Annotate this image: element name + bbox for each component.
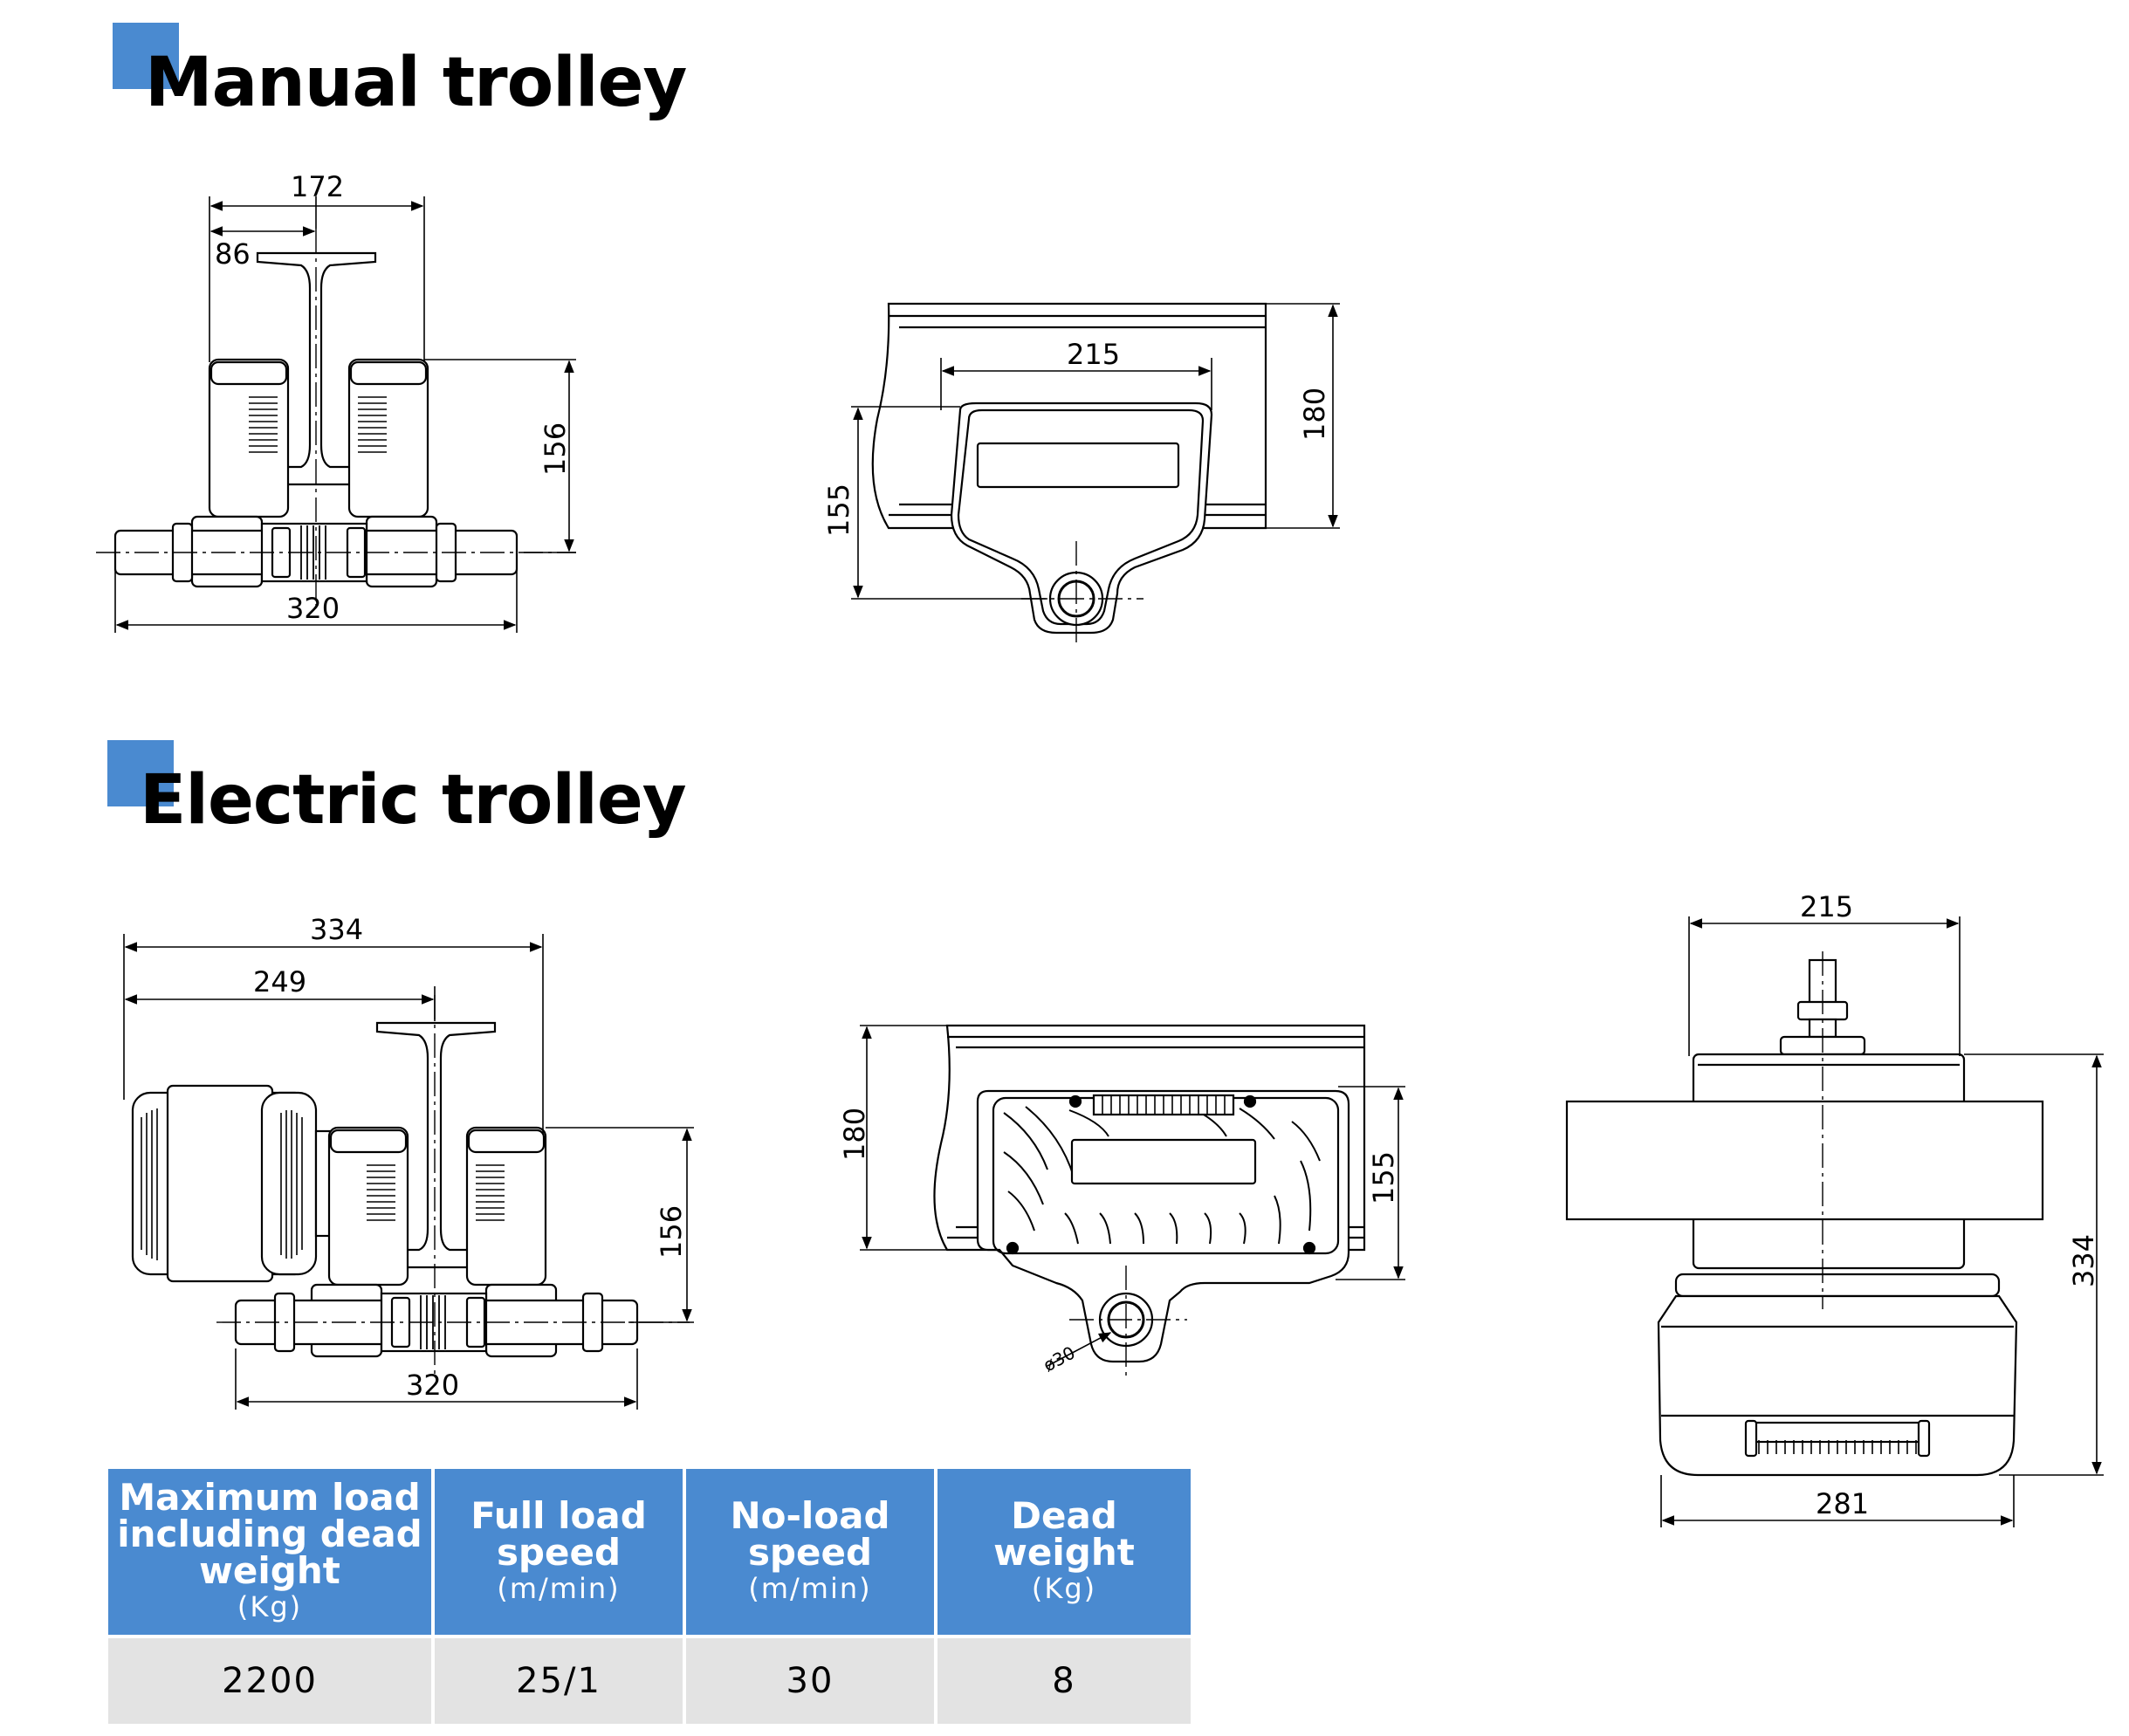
manual-section-marker bbox=[113, 23, 179, 89]
electric-front-dim-155: 155 bbox=[1367, 1151, 1400, 1204]
electric-side-dim-156: 156 bbox=[655, 1205, 688, 1259]
electric-section-marker bbox=[107, 740, 174, 806]
header-full-load-speed-label: Full load speed bbox=[470, 1494, 647, 1574]
electric-end-view bbox=[1565, 958, 2044, 1477]
cell-no-load-speed: 30 bbox=[686, 1635, 937, 1724]
manual-front-dim-155: 155 bbox=[822, 484, 855, 537]
electric-front-dimension-lines bbox=[860, 1025, 1405, 1367]
spec-table-header-row: Maximum load including dead weight (Kg) … bbox=[108, 1469, 1191, 1635]
header-full-load-speed-unit: (m/min) bbox=[497, 1572, 621, 1605]
manual-section-title: Manual trolley bbox=[145, 44, 687, 122]
electric-end-dim-215: 215 bbox=[1800, 890, 1853, 923]
header-max-load-unit: (Kg) bbox=[237, 1590, 303, 1623]
electric-side-dim-334: 334 bbox=[310, 913, 363, 946]
manual-side-centerlines bbox=[96, 229, 576, 611]
electric-front-dim-diameter: ø30 bbox=[1040, 1342, 1079, 1376]
header-no-load-speed-unit: (m/min) bbox=[748, 1572, 872, 1605]
electric-front-centerlines bbox=[1069, 1266, 1187, 1379]
electric-end-dim-334: 334 bbox=[2067, 1234, 2100, 1287]
manual-side-dim-156: 156 bbox=[539, 422, 572, 476]
header-max-load: Maximum load including dead weight (Kg) bbox=[108, 1469, 435, 1635]
table-row: 2200 25/1 30 8 bbox=[108, 1635, 1191, 1724]
electric-end-dimension-lines bbox=[1660, 916, 2104, 1527]
electric-side-dim-249: 249 bbox=[253, 965, 306, 998]
manual-side-dim-320: 320 bbox=[286, 592, 340, 625]
electric-side-dimension-lines bbox=[123, 934, 694, 1410]
header-full-load-speed: Full load speed (m/min) bbox=[435, 1469, 686, 1635]
manual-side-dim-172: 172 bbox=[291, 170, 344, 203]
cell-dead-weight: 8 bbox=[937, 1635, 1191, 1724]
electric-side-dim-320: 320 bbox=[406, 1369, 459, 1402]
header-no-load-speed-label: No-load speed bbox=[730, 1494, 890, 1574]
electric-front-view bbox=[933, 1024, 1366, 1363]
header-dead-weight-unit: (Kg) bbox=[1031, 1572, 1097, 1605]
manual-front-dim-215: 215 bbox=[1067, 338, 1120, 371]
manual-side-dim-86: 86 bbox=[215, 237, 251, 271]
manual-front-dim-180: 180 bbox=[1298, 388, 1331, 441]
header-dead-weight: Dead weight (Kg) bbox=[937, 1469, 1191, 1635]
header-max-load-label: Maximum load including dead weight bbox=[117, 1476, 422, 1592]
manual-front-view bbox=[871, 302, 1267, 635]
electric-end-dim-281: 281 bbox=[1816, 1487, 1869, 1520]
electric-section-title: Electric trolley bbox=[140, 761, 687, 840]
electric-side-centerlines bbox=[216, 995, 690, 1379]
electric-side-view bbox=[131, 1021, 639, 1358]
manual-side-dimension-lines bbox=[114, 196, 576, 633]
electric-front-dim-180: 180 bbox=[838, 1108, 871, 1161]
header-dead-weight-label: Dead weight bbox=[993, 1494, 1135, 1574]
header-no-load-speed: No-load speed (m/min) bbox=[686, 1469, 937, 1635]
cell-max-load: 2200 bbox=[108, 1635, 435, 1724]
cell-full-load-speed: 25/1 bbox=[435, 1635, 686, 1724]
manual-front-dimension-lines bbox=[851, 303, 1340, 600]
spec-table: Maximum load including dead weight (Kg) … bbox=[108, 1469, 1191, 1724]
